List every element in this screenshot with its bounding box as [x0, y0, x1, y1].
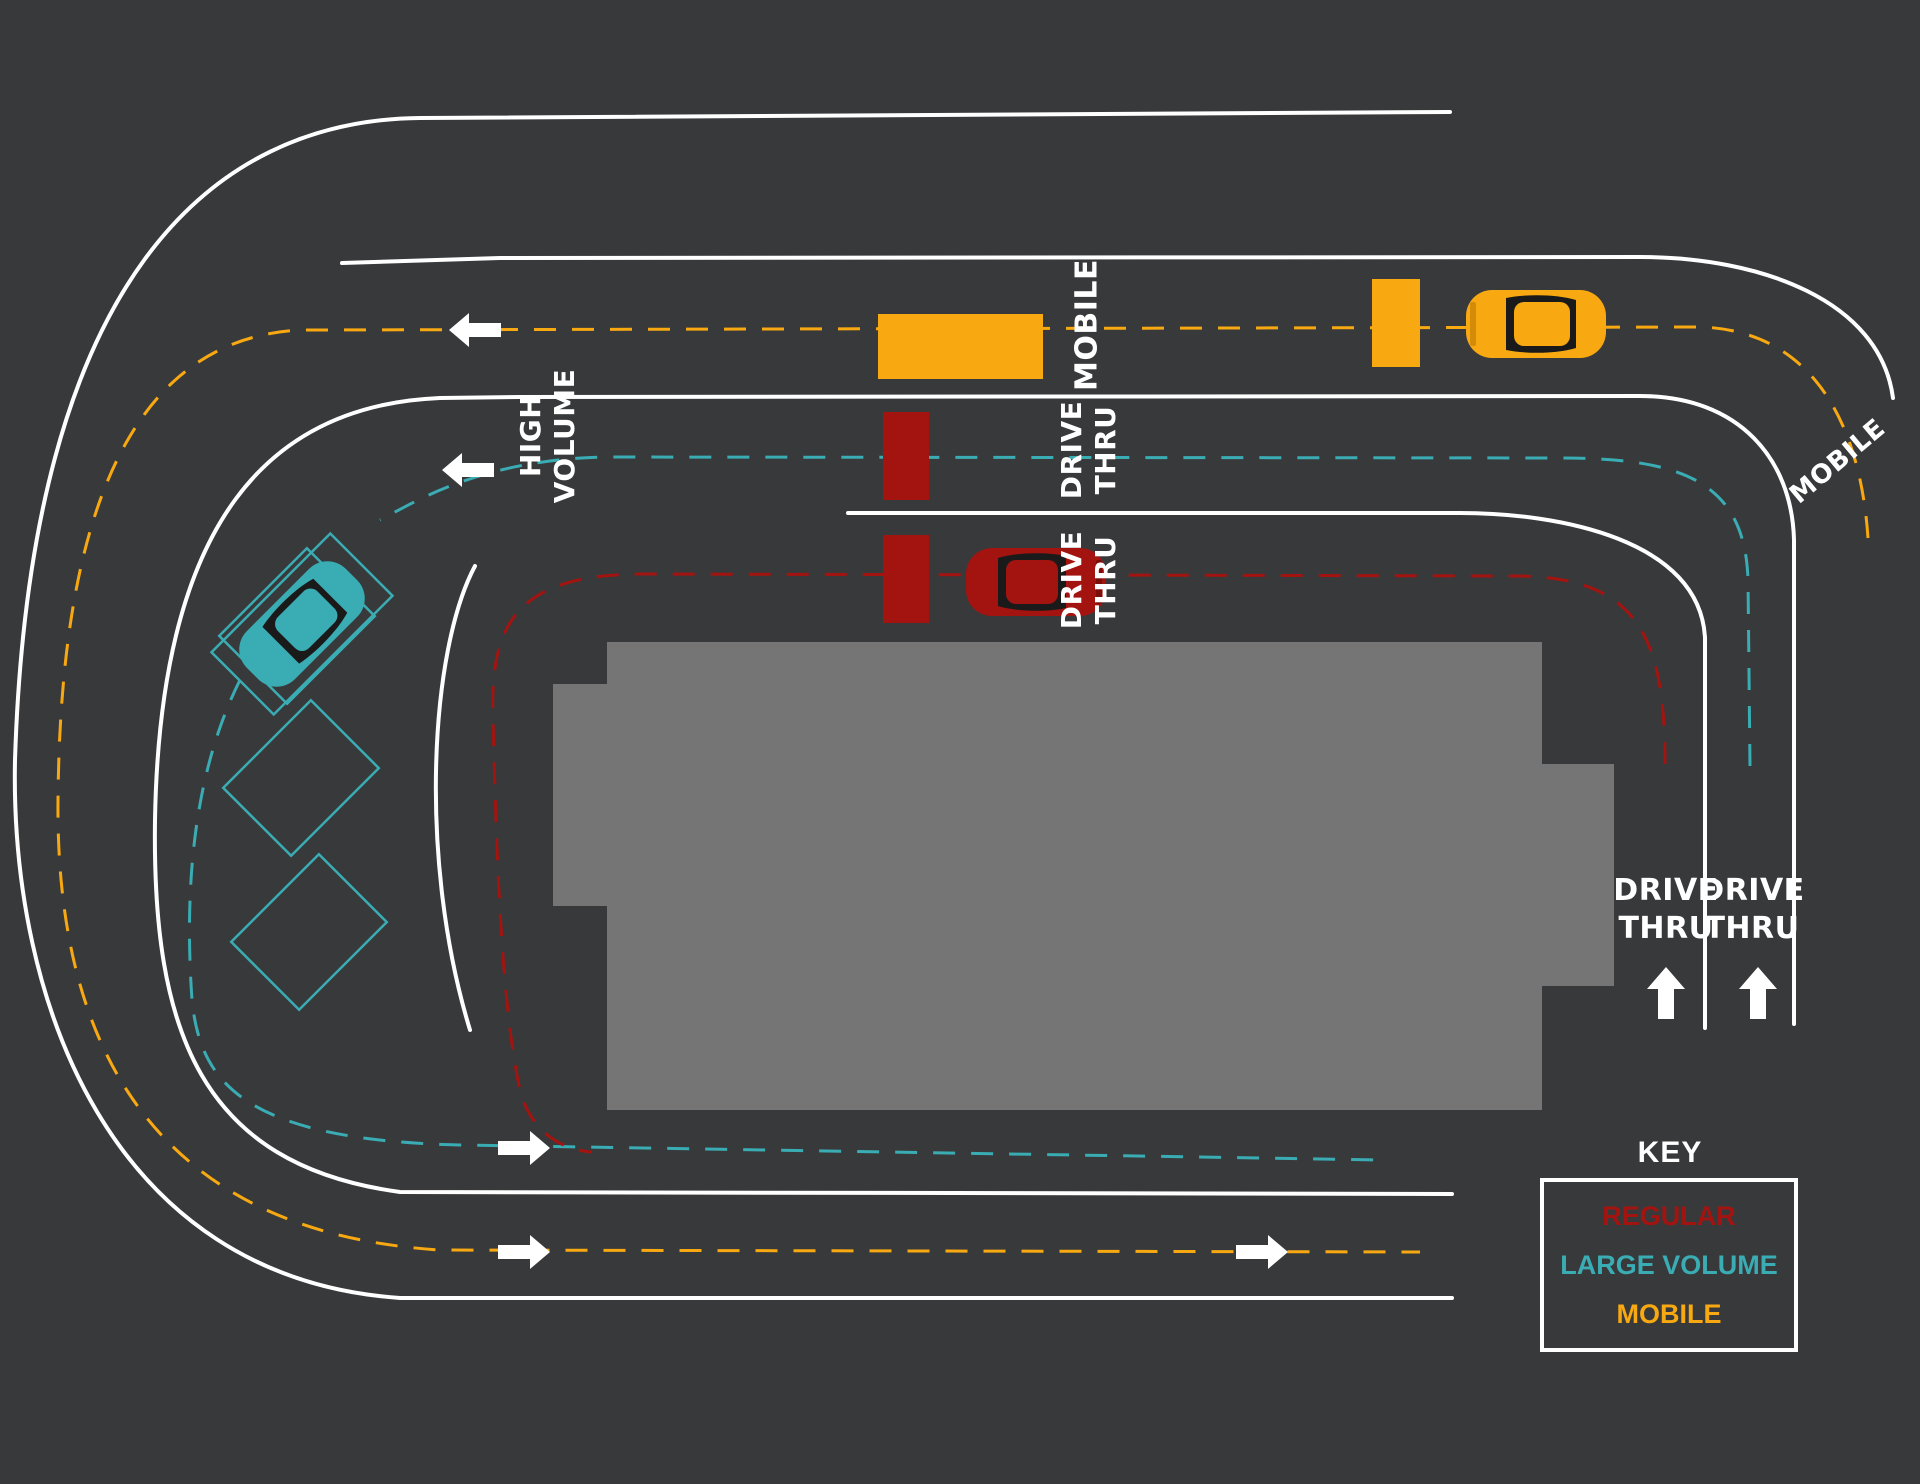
high-volume-label-line1: HIGH: [514, 395, 547, 477]
arrow-icon: [449, 313, 501, 347]
key-box: REGULAR LARGE VOLUME MOBILE: [1540, 1178, 1798, 1352]
mobile-lane-outer-line: [340, 254, 1895, 400]
arrow-icon: [442, 453, 494, 487]
arrow-icon: [1236, 1235, 1288, 1269]
key-item-regular: REGULAR: [1602, 1200, 1736, 1231]
arrow-icon: [498, 1131, 550, 1165]
mobile-stop-marker: [1372, 279, 1420, 367]
drive-thru-mid-line2: THRU: [1089, 406, 1122, 495]
arrow-icon: [498, 1235, 550, 1269]
outer-curb: [12, 110, 1454, 1300]
drive-thru-window-lower: [883, 535, 929, 623]
drive-thru-right2-line1: DRIVE: [1699, 873, 1804, 908]
car-large-volume: [209, 531, 395, 717]
stall-3: [229, 852, 389, 1012]
key-item-mobile: MOBILE: [1616, 1298, 1722, 1329]
drive-thru-right2-label: DRIVE THRU: [1699, 873, 1804, 946]
mobile-pickup-window: [878, 314, 1043, 379]
drive-thru-low-line1: DRIVE: [1055, 531, 1088, 630]
arrow-icon: [1647, 967, 1685, 1019]
drive-thru-window-upper: [883, 412, 929, 500]
mobile-lane-inner-line: [438, 393, 1796, 1026]
high-volume-label-line2: VOLUME: [548, 369, 581, 504]
car-icon: [239, 561, 365, 687]
mobile-window-label: MOBILE: [1070, 259, 1105, 391]
drive-thru-low-line2: THRU: [1089, 536, 1122, 625]
car-mobile: [1466, 290, 1606, 358]
drive-thru-low-label: DRIVE THRU: [1055, 531, 1122, 630]
island-curb: [433, 564, 477, 1032]
car-icon: [1466, 290, 1606, 358]
car-icon: [966, 548, 1106, 616]
stall-2: [221, 698, 381, 858]
drive-thru-right1-label: DRIVE THRU: [1613, 873, 1718, 946]
drive-thru-right1-line1: DRIVE: [1613, 873, 1718, 908]
drive-thru-divider: [846, 511, 1707, 1030]
stall-highlight: [209, 531, 395, 717]
drive-thru-right1-line2: THRU: [1618, 911, 1713, 946]
mobile-route: [56, 325, 1870, 1254]
inner-curb: [152, 396, 1454, 1196]
arrow-icon: [1739, 967, 1777, 1019]
high-volume-label: HIGH VOLUME: [514, 369, 581, 504]
drive-thru-mid-label: DRIVE THRU: [1055, 401, 1122, 500]
drive-thru-mid-line1: DRIVE: [1055, 401, 1088, 500]
key-title: KEY: [1637, 1136, 1703, 1169]
curb-lines: [12, 110, 1895, 1300]
key-item-large-volume: LARGE VOLUME: [1560, 1249, 1778, 1280]
car-regular: [966, 548, 1106, 616]
direction-arrows: [442, 313, 1777, 1269]
drive-thru-right2-line2: THRU: [1704, 911, 1799, 946]
regular-route: [491, 572, 1667, 1154]
building: [553, 642, 1614, 1110]
